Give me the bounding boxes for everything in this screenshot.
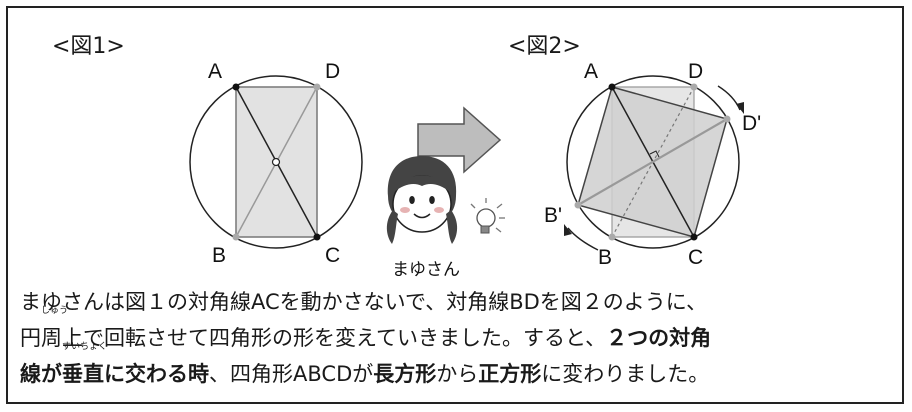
ruby-word: すいちょく垂直 [62, 342, 107, 392]
caption-text: 円 [20, 326, 41, 350]
caption-text: に変わりました。 [541, 362, 710, 386]
point-c [313, 233, 321, 241]
figure-frame [6, 6, 904, 404]
diagonal-b-prime-d-prime [577, 118, 728, 206]
point-d-2 [690, 83, 698, 91]
label-d-2: D [688, 60, 703, 83]
label-b: B [212, 244, 226, 267]
right-arrow-icon [417, 106, 502, 174]
figure-1: A D B C [189, 60, 363, 267]
caption: まゆさんは図１の対角線ACを動かさないで、対角線BDを図２のように、 円しゅう周… [20, 284, 900, 392]
caption-emphasis: 長方形 [373, 362, 437, 386]
caption-line-1-text: まゆさんは図１の対角線ACを動かさないで、対角線BDを図２のように、 [20, 290, 708, 314]
caption-text: 、四角形ABCDが [209, 362, 374, 386]
label-c: C [325, 244, 340, 267]
figure-2: A D D' B' B C [544, 60, 761, 269]
circle-1 [189, 75, 363, 249]
point-c-2 [690, 233, 698, 241]
point-a-2 [608, 83, 616, 91]
caption-line-1: まゆさんは図１の対角線ACを動かさないで、対角線BDを図２のように、 [20, 284, 900, 320]
caption-emphasis: ２つの対角 [606, 326, 712, 350]
point-b-2 [608, 233, 616, 241]
label-d: D [325, 60, 340, 83]
label-a: A [208, 60, 222, 83]
label-c-2: C [688, 246, 703, 269]
caption-emphasis: 正方形 [478, 362, 542, 386]
label-b-prime: B' [544, 204, 562, 227]
point-a [232, 83, 240, 91]
figure-1-label: <図1> [52, 34, 125, 59]
rotate-arrow-top-head [736, 102, 744, 114]
rotate-arrow-bottom-head [564, 224, 572, 236]
ruby-reading: しゅう [41, 306, 69, 316]
caption-emphasis: に交わる時 [104, 362, 209, 386]
ruby-base: 周 [41, 326, 62, 350]
ruby-base: 垂直 [62, 362, 104, 386]
label-b-2: B [598, 246, 612, 269]
point-b-prime [574, 201, 582, 209]
right-angle-mark [649, 150, 660, 158]
character-name: まゆさん [392, 260, 460, 280]
rotate-arrow-bottom [567, 227, 599, 251]
point-d [313, 83, 321, 91]
point-b [232, 233, 240, 241]
circle-2 [566, 75, 740, 249]
ruby-reading: すいちょく [62, 342, 108, 352]
rotate-arrow-top [717, 85, 741, 111]
label-d-prime: D' [742, 112, 761, 135]
label-a-2: A [584, 60, 598, 83]
point-d-prime [723, 115, 731, 123]
caption-text: から [436, 362, 479, 386]
caption-line-3: 線がすいちょく垂直に交わる時、四角形ABCDが長方形から正方形に変わりました。 [20, 342, 900, 392]
figure-2-label: <図2> [508, 34, 581, 59]
caption-emphasis: 線が [20, 362, 62, 386]
caption-text: 上で回転させて四角形の形を変えていきました。すると、 [62, 326, 607, 350]
lightbulb-icon [470, 198, 505, 234]
caption-line-2: 円しゅう周上で回転させて四角形の形を変えていきました。すると、２つの対角 [20, 306, 900, 356]
center-point [271, 157, 281, 167]
ruby-word: しゅう周 [41, 306, 68, 356]
character-mayu [386, 156, 458, 244]
